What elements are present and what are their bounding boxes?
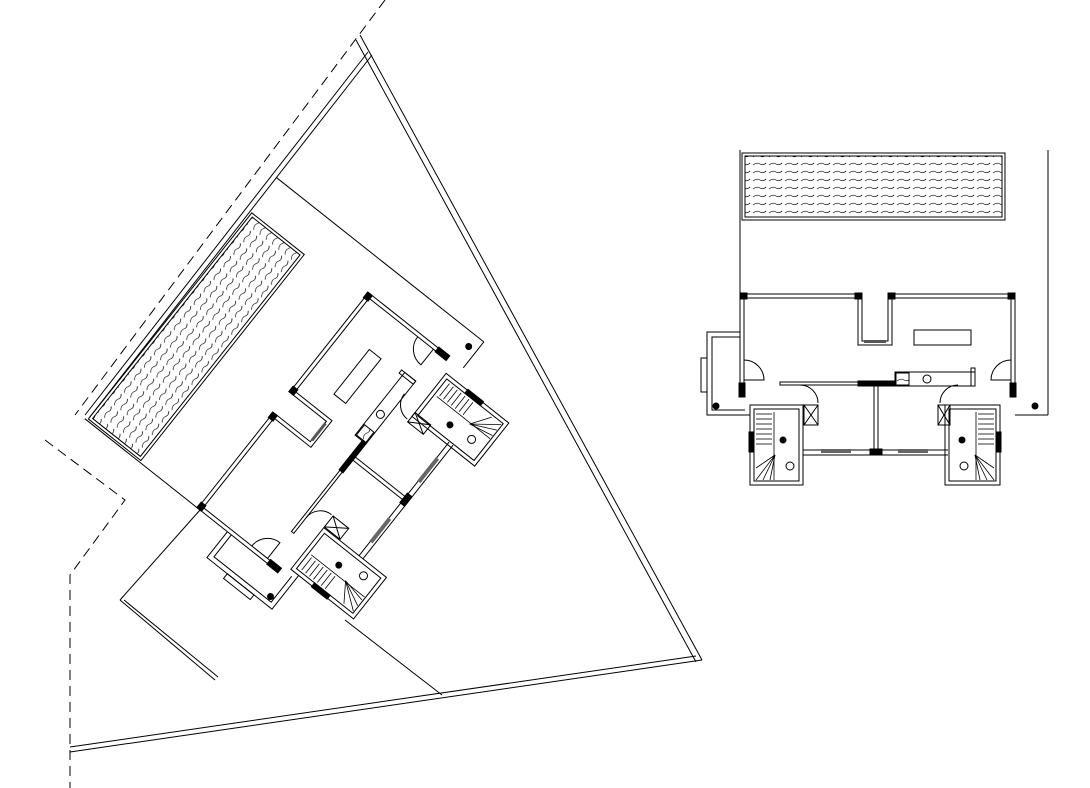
- floor-plan: [700, 149, 1049, 486]
- site-plan: [44, 0, 703, 788]
